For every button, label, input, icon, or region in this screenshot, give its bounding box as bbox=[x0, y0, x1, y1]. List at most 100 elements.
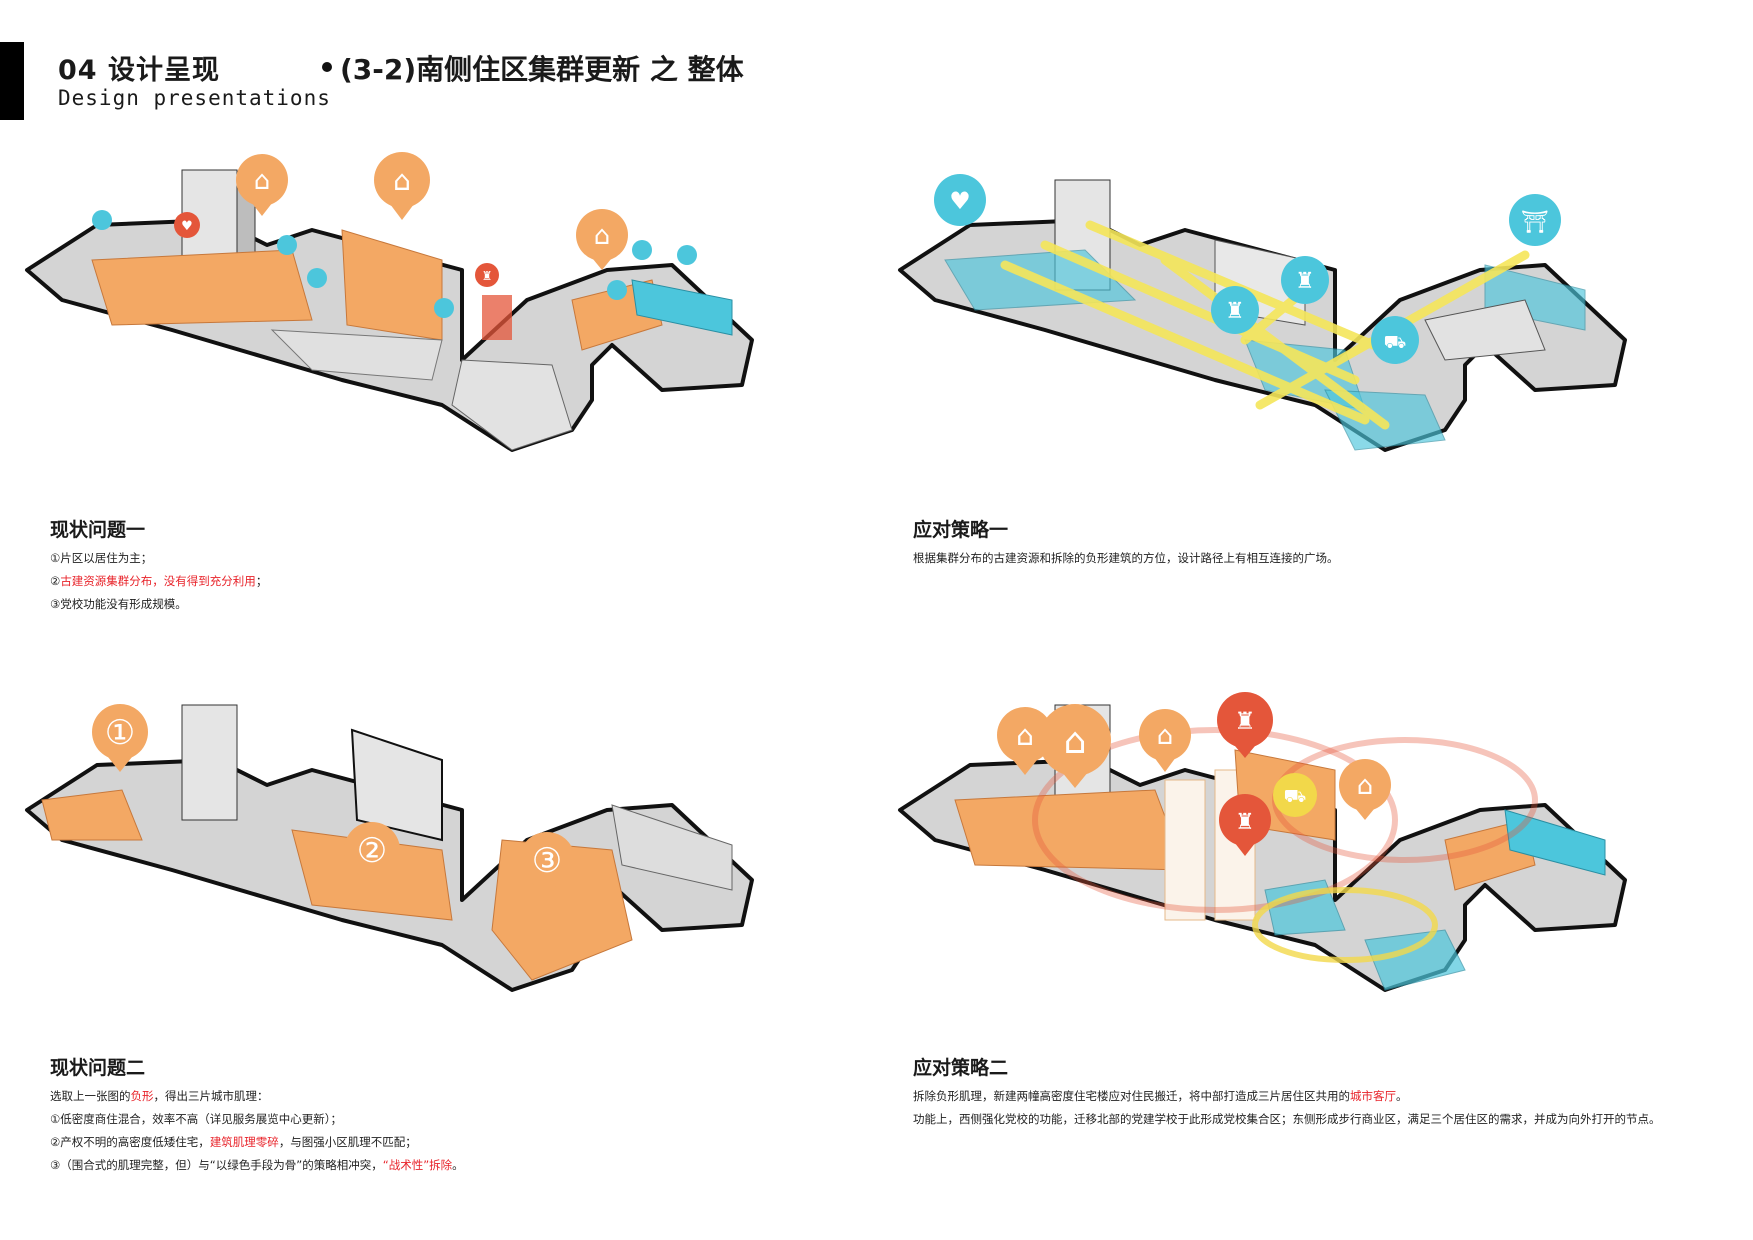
strategy-one-title: 应对策略一 bbox=[913, 519, 1009, 541]
heart-icon: ♥ bbox=[181, 219, 193, 234]
marker-pin-3: ③ bbox=[519, 832, 575, 888]
house-icon: ⌂ bbox=[594, 221, 611, 251]
house-icon: ⌂ bbox=[393, 164, 411, 197]
issue-two-line-4: ③（围合式的肌理完整，但）与“以绿色手段为骨”的策略相冲突，“战术性”拆除。 bbox=[50, 1158, 464, 1172]
pavilion-icon: ⛩ bbox=[1521, 210, 1549, 235]
enclosed-courtyard-block bbox=[350, 728, 443, 842]
marker-pin-2: ② bbox=[344, 822, 400, 878]
axonometric-map-issue-two: ① ② ③ bbox=[25, 704, 754, 992]
marker-label: ① bbox=[105, 713, 135, 753]
pavilion-icon bbox=[307, 268, 327, 288]
heritage-block-east bbox=[631, 279, 733, 336]
house-icon: ⌂ bbox=[1357, 771, 1374, 801]
issue-two-line-3: ②产权不明的高密度低矮住宅，建筑肌理零碎，与图强小区肌理不匹配； bbox=[50, 1135, 417, 1149]
issue-one-desc: ①片区以居住为主； ②古建资源集群分布，没有得到充分利用； ③党校功能没有形成规… bbox=[50, 547, 267, 616]
pavilion-icon bbox=[677, 245, 697, 265]
grey-block-middle bbox=[270, 329, 443, 381]
heritage-block-east bbox=[1504, 809, 1606, 876]
pavilion-pins bbox=[92, 210, 697, 318]
bullet-dot bbox=[322, 62, 332, 72]
house-icon: ⌂ bbox=[254, 166, 271, 196]
axonometric-map-strategy-one: ♥ ♜ ♜ ⛟ ⛩ bbox=[898, 174, 1627, 452]
issue-two-line-1: 选取上一张图的负形，得出三片城市肌理： bbox=[50, 1089, 269, 1103]
issue-one-line-3: ③党校功能没有形成规模。 bbox=[50, 597, 187, 611]
heart-icon: ♥ bbox=[949, 187, 971, 215]
school-icon: ♜ bbox=[1235, 810, 1255, 835]
residential-block-central bbox=[341, 229, 443, 341]
residential-block-west bbox=[954, 789, 1186, 871]
pavilion-icon bbox=[607, 280, 627, 300]
house-icon: ⌂ bbox=[1157, 721, 1174, 751]
grey-block-east bbox=[611, 804, 733, 891]
marker-label: ③ bbox=[532, 841, 562, 881]
section-title-text: (3-2)南侧住区集群更新 之 整体 bbox=[340, 53, 744, 86]
party-school-block bbox=[482, 295, 512, 340]
strategy-one-desc: 根据集群分布的古建资源和拆除的负形建筑的方位，设计路径上有相互连接的广场。 bbox=[913, 547, 1339, 570]
issue-one-title: 现状问题一 bbox=[50, 519, 146, 541]
pavilion-icon bbox=[434, 298, 454, 318]
residential-block-west bbox=[91, 249, 313, 326]
school-icon: ♜ bbox=[1225, 299, 1245, 324]
path-arrow bbox=[1160, 255, 1390, 430]
strategy-two-line-1: 拆除负形肌理，新建两幢高密度住宅楼应对住民搬迁，将中部打造成三片居住区共用的城市… bbox=[913, 1089, 1408, 1103]
house-pin-3: ⌂ bbox=[1139, 709, 1191, 772]
high-rise-tower bbox=[181, 704, 238, 821]
cart-icon: ⛟ bbox=[1384, 332, 1407, 353]
school-icon: ♜ bbox=[1234, 707, 1256, 735]
school-icon: ♜ bbox=[482, 269, 493, 283]
issue-two-title: 现状问题二 bbox=[50, 1057, 146, 1079]
cart-person-pin: ⛟ bbox=[1273, 773, 1317, 817]
house-pin-1: ⌂ bbox=[997, 707, 1053, 775]
chapter-title: 04 设计呈现 bbox=[58, 55, 220, 86]
pavilion-icon bbox=[277, 235, 297, 255]
school-icon: ♜ bbox=[1295, 269, 1315, 294]
issue-two-line-2: ①低密度商住混合，效率不高（详见服务展览中心更新）； bbox=[50, 1112, 343, 1126]
connection-loop-yellow bbox=[1252, 887, 1438, 963]
axonometric-map-issue-one: ⌂ ⌂ ⌂ ♥ ♜ bbox=[25, 152, 754, 452]
commerce-plaza bbox=[1364, 929, 1466, 991]
path-arrow bbox=[1040, 240, 1360, 385]
cart-person-pin: ⛟ bbox=[1371, 316, 1419, 364]
cart-icon: ⛟ bbox=[1284, 786, 1307, 807]
house-pin-3: ⌂ bbox=[576, 209, 628, 270]
strategy-two-line-2: 功能上，西侧强化党校的功能，迁移北部的党建学校于此形成党校集合区；东侧形成步行商… bbox=[913, 1112, 1661, 1126]
diagram-issue-two: ① ② ③ bbox=[12, 690, 872, 1020]
strategy-two-title: 应对策略二 bbox=[913, 1057, 1009, 1079]
marker-pin-1: ① bbox=[92, 704, 148, 772]
grey-block-south bbox=[451, 359, 573, 451]
school-pin: ♜ bbox=[475, 263, 499, 287]
school-pin-1: ♜ bbox=[1211, 286, 1259, 334]
issue-two-desc: 选取上一张图的负形，得出三片城市肌理： ①低密度商住混合，效率不高（详见服务展览… bbox=[50, 1085, 464, 1177]
issue-one-line-1: ①片区以居住为主； bbox=[50, 551, 153, 565]
pavilion-icon bbox=[632, 240, 652, 260]
house-pin-2: ⌂ bbox=[1039, 704, 1111, 788]
school-pin-2: ♜ bbox=[1217, 692, 1273, 758]
diagram-strategy-two: ⌂ ⌂ ⌂ ⌂ ♜ ♜ ⛟ bbox=[885, 690, 1745, 1020]
house-pin-2: ⌂ bbox=[374, 152, 430, 220]
house-pin-1: ⌂ bbox=[236, 154, 288, 216]
pavilion-pin: ⛩ bbox=[1509, 194, 1561, 246]
marker-label: ② bbox=[357, 831, 387, 871]
chapter-subtitle-en: Design presentations bbox=[58, 86, 331, 110]
diagram-issue-one: ⌂ ⌂ ⌂ ♥ ♜ bbox=[12, 150, 872, 480]
heart-pin: ♥ bbox=[174, 212, 200, 238]
house-icon: ⌂ bbox=[1016, 719, 1034, 752]
strategy-one-line-1: 根据集群分布的古建资源和拆除的负形建筑的方位，设计路径上有相互连接的广场。 bbox=[913, 551, 1339, 565]
house-pin-4: ⌂ bbox=[1339, 759, 1391, 820]
strategy-two-desc: 拆除负形肌理，新建两幢高密度住宅楼应对住民搬迁，将中部打造成三片居住区共用的城市… bbox=[913, 1085, 1661, 1131]
new-residential-tower-1 bbox=[1164, 779, 1206, 921]
header-accent-bar bbox=[0, 42, 24, 120]
texture-zone-one bbox=[41, 789, 143, 841]
school-pin-2: ♜ bbox=[1281, 256, 1329, 304]
house-icon: ⌂ bbox=[1064, 721, 1087, 762]
heart-pin: ♥ bbox=[934, 174, 986, 226]
connection-loop-red bbox=[1032, 727, 1398, 913]
axonometric-map-strategy-two: ⌂ ⌂ ⌂ ⌂ ♜ ♜ ⛟ bbox=[898, 692, 1627, 992]
pavilion-icon bbox=[92, 210, 112, 230]
grey-block-east bbox=[1424, 299, 1546, 361]
issue-one-line-2: ②古建资源集群分布，没有得到充分利用； bbox=[50, 574, 268, 588]
school-pin-1: ♜ bbox=[1219, 794, 1271, 856]
section-title: (3-2)南侧住区集群更新 之 整体 bbox=[322, 48, 744, 88]
path-arrow bbox=[1000, 260, 1370, 425]
diagram-strategy-one: ♥ ♜ ♜ ⛟ ⛩ bbox=[885, 150, 1745, 480]
